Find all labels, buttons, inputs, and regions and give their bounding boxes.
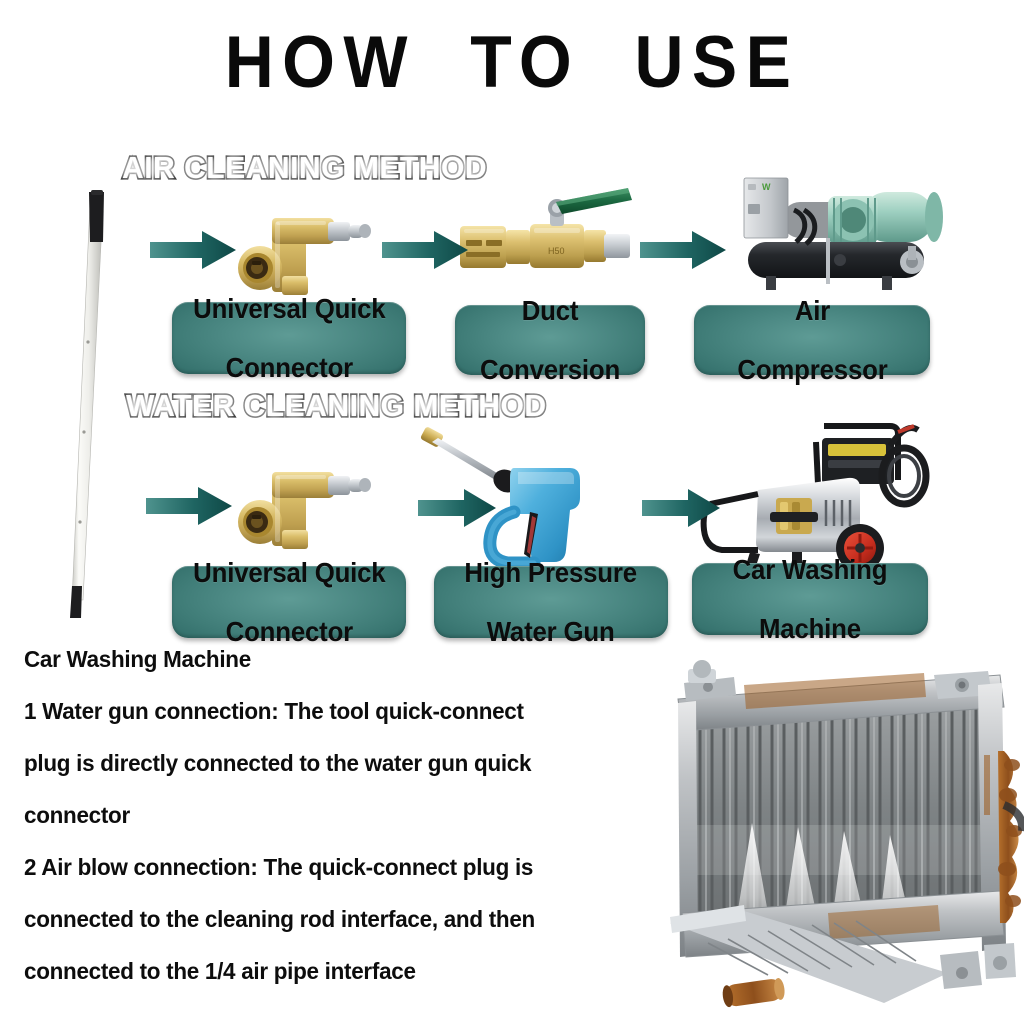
label-air-compressor: Air Compressor — [694, 296, 930, 384]
instructions-block: Car Washing Machine 1 Water gun connecti… — [24, 646, 634, 1012]
label-line-1: Car Washing — [732, 554, 888, 586]
brass-quick-connector-image-water — [228, 446, 380, 550]
label-universal-quick-connector-water: Universal Quick Connector — [172, 558, 406, 646]
page-title: HOW TO USE — [224, 22, 800, 103]
arrow-icon-air-1 — [150, 228, 238, 277]
svg-text:W: W — [762, 182, 771, 192]
label-line-2: Conversion — [479, 353, 621, 385]
high-pressure-water-gun-image — [418, 422, 618, 570]
label-line-1: Air — [794, 295, 830, 327]
air-compressor-image: W — [722, 166, 944, 298]
arrow-icon-air-3 — [640, 228, 728, 277]
car-washing-machine-image — [692, 416, 934, 578]
duct-conversion-valve-image: H50 — [452, 182, 634, 294]
arrow-icon-water-1 — [146, 484, 234, 533]
instructions-line-1: 1 Water gun connection: The tool quick-c… — [24, 698, 524, 724]
section-header-air-cleaning: AIR CLEANING METHOD — [120, 150, 488, 185]
instructions-line-6: connected to the 1/4 air pipe interface — [24, 958, 416, 984]
arrow-icon-water-2 — [418, 486, 498, 535]
instructions-line-2: plug is directly connected to the water … — [24, 750, 532, 776]
instructions-line-4: 2 Air blow connection: The quick-connect… — [24, 854, 534, 880]
label-line-1: High Pressure — [464, 557, 638, 589]
label-line-2: Connector — [225, 351, 353, 383]
arrow-icon-air-2 — [382, 228, 470, 277]
label-line-1: Duct — [521, 295, 579, 327]
label-line-1: Universal Quick — [192, 293, 386, 325]
label-car-washing-machine: Car Washing Machine — [692, 555, 928, 643]
label-line-1: Universal Quick — [192, 557, 386, 589]
instructions-line-3: connector — [24, 802, 130, 828]
label-high-pressure-water-gun: High Pressure Water Gun — [434, 558, 668, 646]
instructions-line-5: connected to the cleaning rod interface,… — [24, 906, 535, 932]
svg-text:H50: H50 — [548, 246, 565, 256]
car-radiator-washing-image — [648, 655, 1024, 1024]
arrow-icon-water-3 — [642, 486, 722, 535]
instructions-heading: Car Washing Machine — [24, 646, 251, 672]
label-line-2: Compressor — [736, 353, 888, 385]
label-line-2: Connector — [225, 615, 353, 647]
cleaning-rod-wand-image — [58, 182, 128, 630]
label-universal-quick-connector-air: Universal Quick Connector — [172, 294, 406, 382]
brass-quick-connector-image-air — [228, 192, 380, 296]
section-header-water-cleaning: WATER CLEANING METHOD — [124, 388, 547, 423]
label-duct-conversion: Duct Conversion — [455, 296, 645, 384]
label-line-2: Water Gun — [487, 615, 615, 647]
label-line-2: Machine — [759, 612, 861, 644]
